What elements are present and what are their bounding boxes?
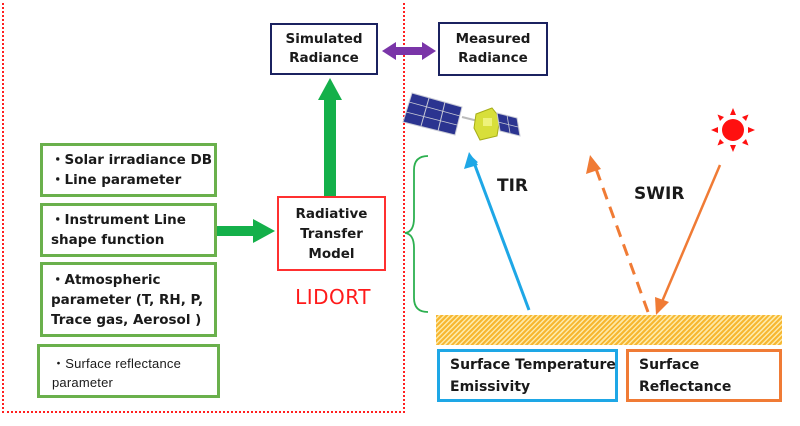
input-instrument-line1: ・Instrument Line — [51, 212, 186, 228]
tir-arrow — [470, 156, 531, 311]
rtm-name-label: LIDORT — [295, 285, 371, 309]
surface-temperature-emissivity-box: Surface Temperature Emissivity — [437, 349, 618, 402]
swir-incoming-arrowhead — [655, 297, 669, 315]
input-atmospheric-line1: ・Atmospheric — [51, 272, 161, 288]
simulated-radiance-line2: Radiance — [289, 50, 359, 66]
swir-incoming-arrow — [659, 164, 722, 305]
input-line-parameter: ・Line parameter — [51, 172, 182, 188]
input-box-surface-reflectance: ・Surface reflectance parameter — [37, 344, 220, 398]
simulated-radiance-box: Simulated Radiance — [270, 23, 378, 75]
input-box-solar-line: ・Solar irradiance DB ・Line parameter — [40, 143, 217, 197]
rtm-line2: Transfer — [300, 225, 363, 242]
sun-icon — [711, 108, 755, 152]
surface-temperature-line1: Surface Temperature — [450, 356, 616, 373]
input-atmospheric-line2: parameter (T, RH, P, — [51, 292, 204, 308]
model-frame — [2, 0, 405, 413]
surface-reflectance-line1: Surface — [639, 356, 700, 373]
surface-reflectance-line2: Reflectance — [639, 378, 732, 395]
input-surface-reflectance-line2: parameter — [52, 375, 114, 390]
earth-surface — [436, 315, 782, 345]
tir-arrowhead — [464, 152, 478, 169]
rtm-line3: Model — [308, 245, 355, 262]
surface-temperature-line2: Emissivity — [450, 378, 531, 395]
swir-reflected-arrow — [593, 165, 650, 313]
satellite-icon — [402, 92, 521, 141]
input-box-instrument: ・Instrument Line shape function — [40, 203, 217, 257]
measured-radiance-line1: Measured — [455, 31, 531, 47]
surface-reflectance-box: Surface Reflectance — [626, 349, 782, 402]
simulated-radiance-line1: Simulated — [285, 31, 363, 47]
input-instrument-line2: shape function — [51, 232, 165, 248]
atmosphere-brace — [404, 155, 429, 313]
radiative-transfer-model-box: Radiative Transfer Model — [277, 196, 386, 271]
comparison-double-arrow — [382, 42, 436, 60]
measured-radiance-line2: Radiance — [458, 50, 528, 66]
input-atmospheric-line3: Trace gas, Aerosol ) — [51, 312, 202, 328]
tir-label: TIR — [497, 176, 529, 196]
input-solar-irradiance: ・Solar irradiance DB — [51, 152, 213, 168]
measured-radiance-box: Measured Radiance — [438, 22, 548, 76]
inputs-to-rtm-arrow — [217, 219, 275, 243]
input-surface-reflectance-line1: ・Surface reflectance — [52, 356, 182, 371]
rtm-line1: Radiative — [295, 205, 368, 222]
swir-reflected-arrowhead — [586, 155, 601, 174]
swir-label: SWIR — [634, 184, 685, 204]
rtm-to-simulated-arrow — [318, 78, 342, 196]
input-box-atmospheric: ・Atmospheric parameter (T, RH, P, Trace … — [40, 262, 217, 337]
